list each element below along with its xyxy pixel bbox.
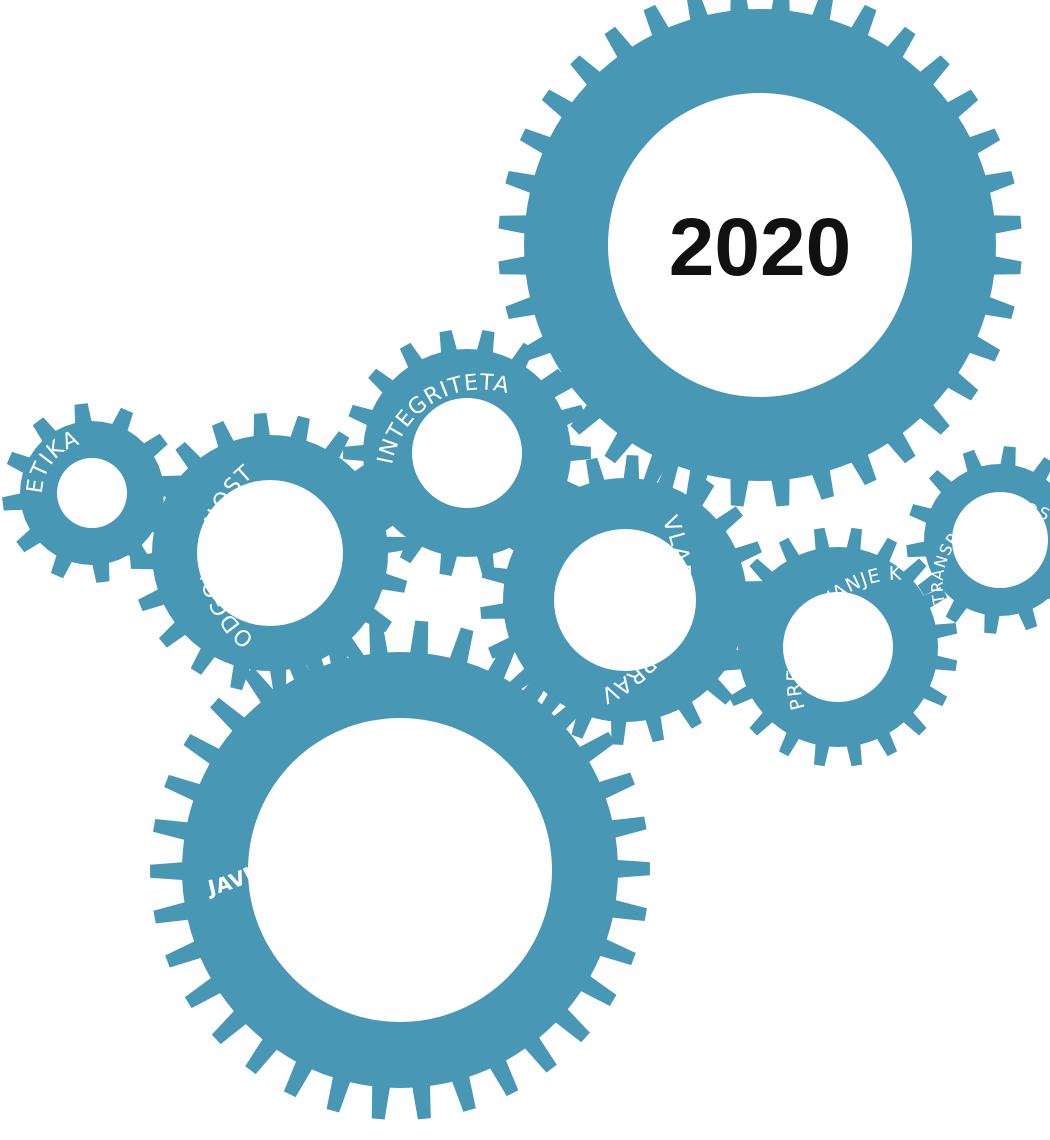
gear-odgovornost-hole <box>197 480 343 626</box>
gear-integriteta-hole <box>412 398 522 508</box>
gear-2020: 2020 <box>498 0 1022 507</box>
gear-etika: ETIKA <box>2 403 182 583</box>
gear-vladavina-prava-hole <box>554 529 696 671</box>
gear-preprecevanje-korupcije-hole <box>783 592 893 702</box>
gear-javni-interes-hole <box>248 718 552 1022</box>
gear-etika-hole <box>57 458 127 528</box>
year-label: 2020 <box>669 202 851 293</box>
gear-javni-interes: JAVNI INTERES <box>150 620 650 1120</box>
gear-2020-hole <box>608 93 912 397</box>
gear-transparentnost-hole <box>952 492 1048 588</box>
gear-odgovornost: ODGOVORNOST <box>130 413 410 693</box>
